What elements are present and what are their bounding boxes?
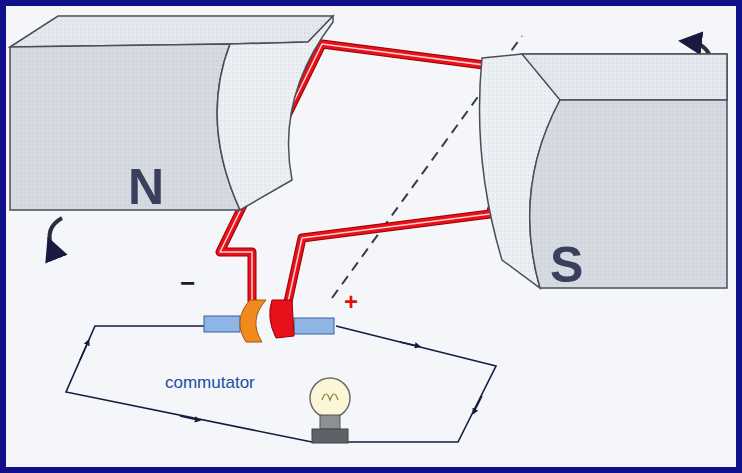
polarity-sign: + — [344, 290, 358, 314]
part-label: commutator — [165, 374, 255, 391]
magnet-pole: N — [8, 12, 338, 217]
magnet-block — [8, 12, 338, 217]
polarity-sign: − — [180, 270, 195, 296]
pole-letter: S — [550, 240, 583, 290]
pole-letter: N — [128, 162, 164, 212]
magnet-pole: S — [472, 50, 734, 295]
magnet-block — [472, 50, 734, 295]
